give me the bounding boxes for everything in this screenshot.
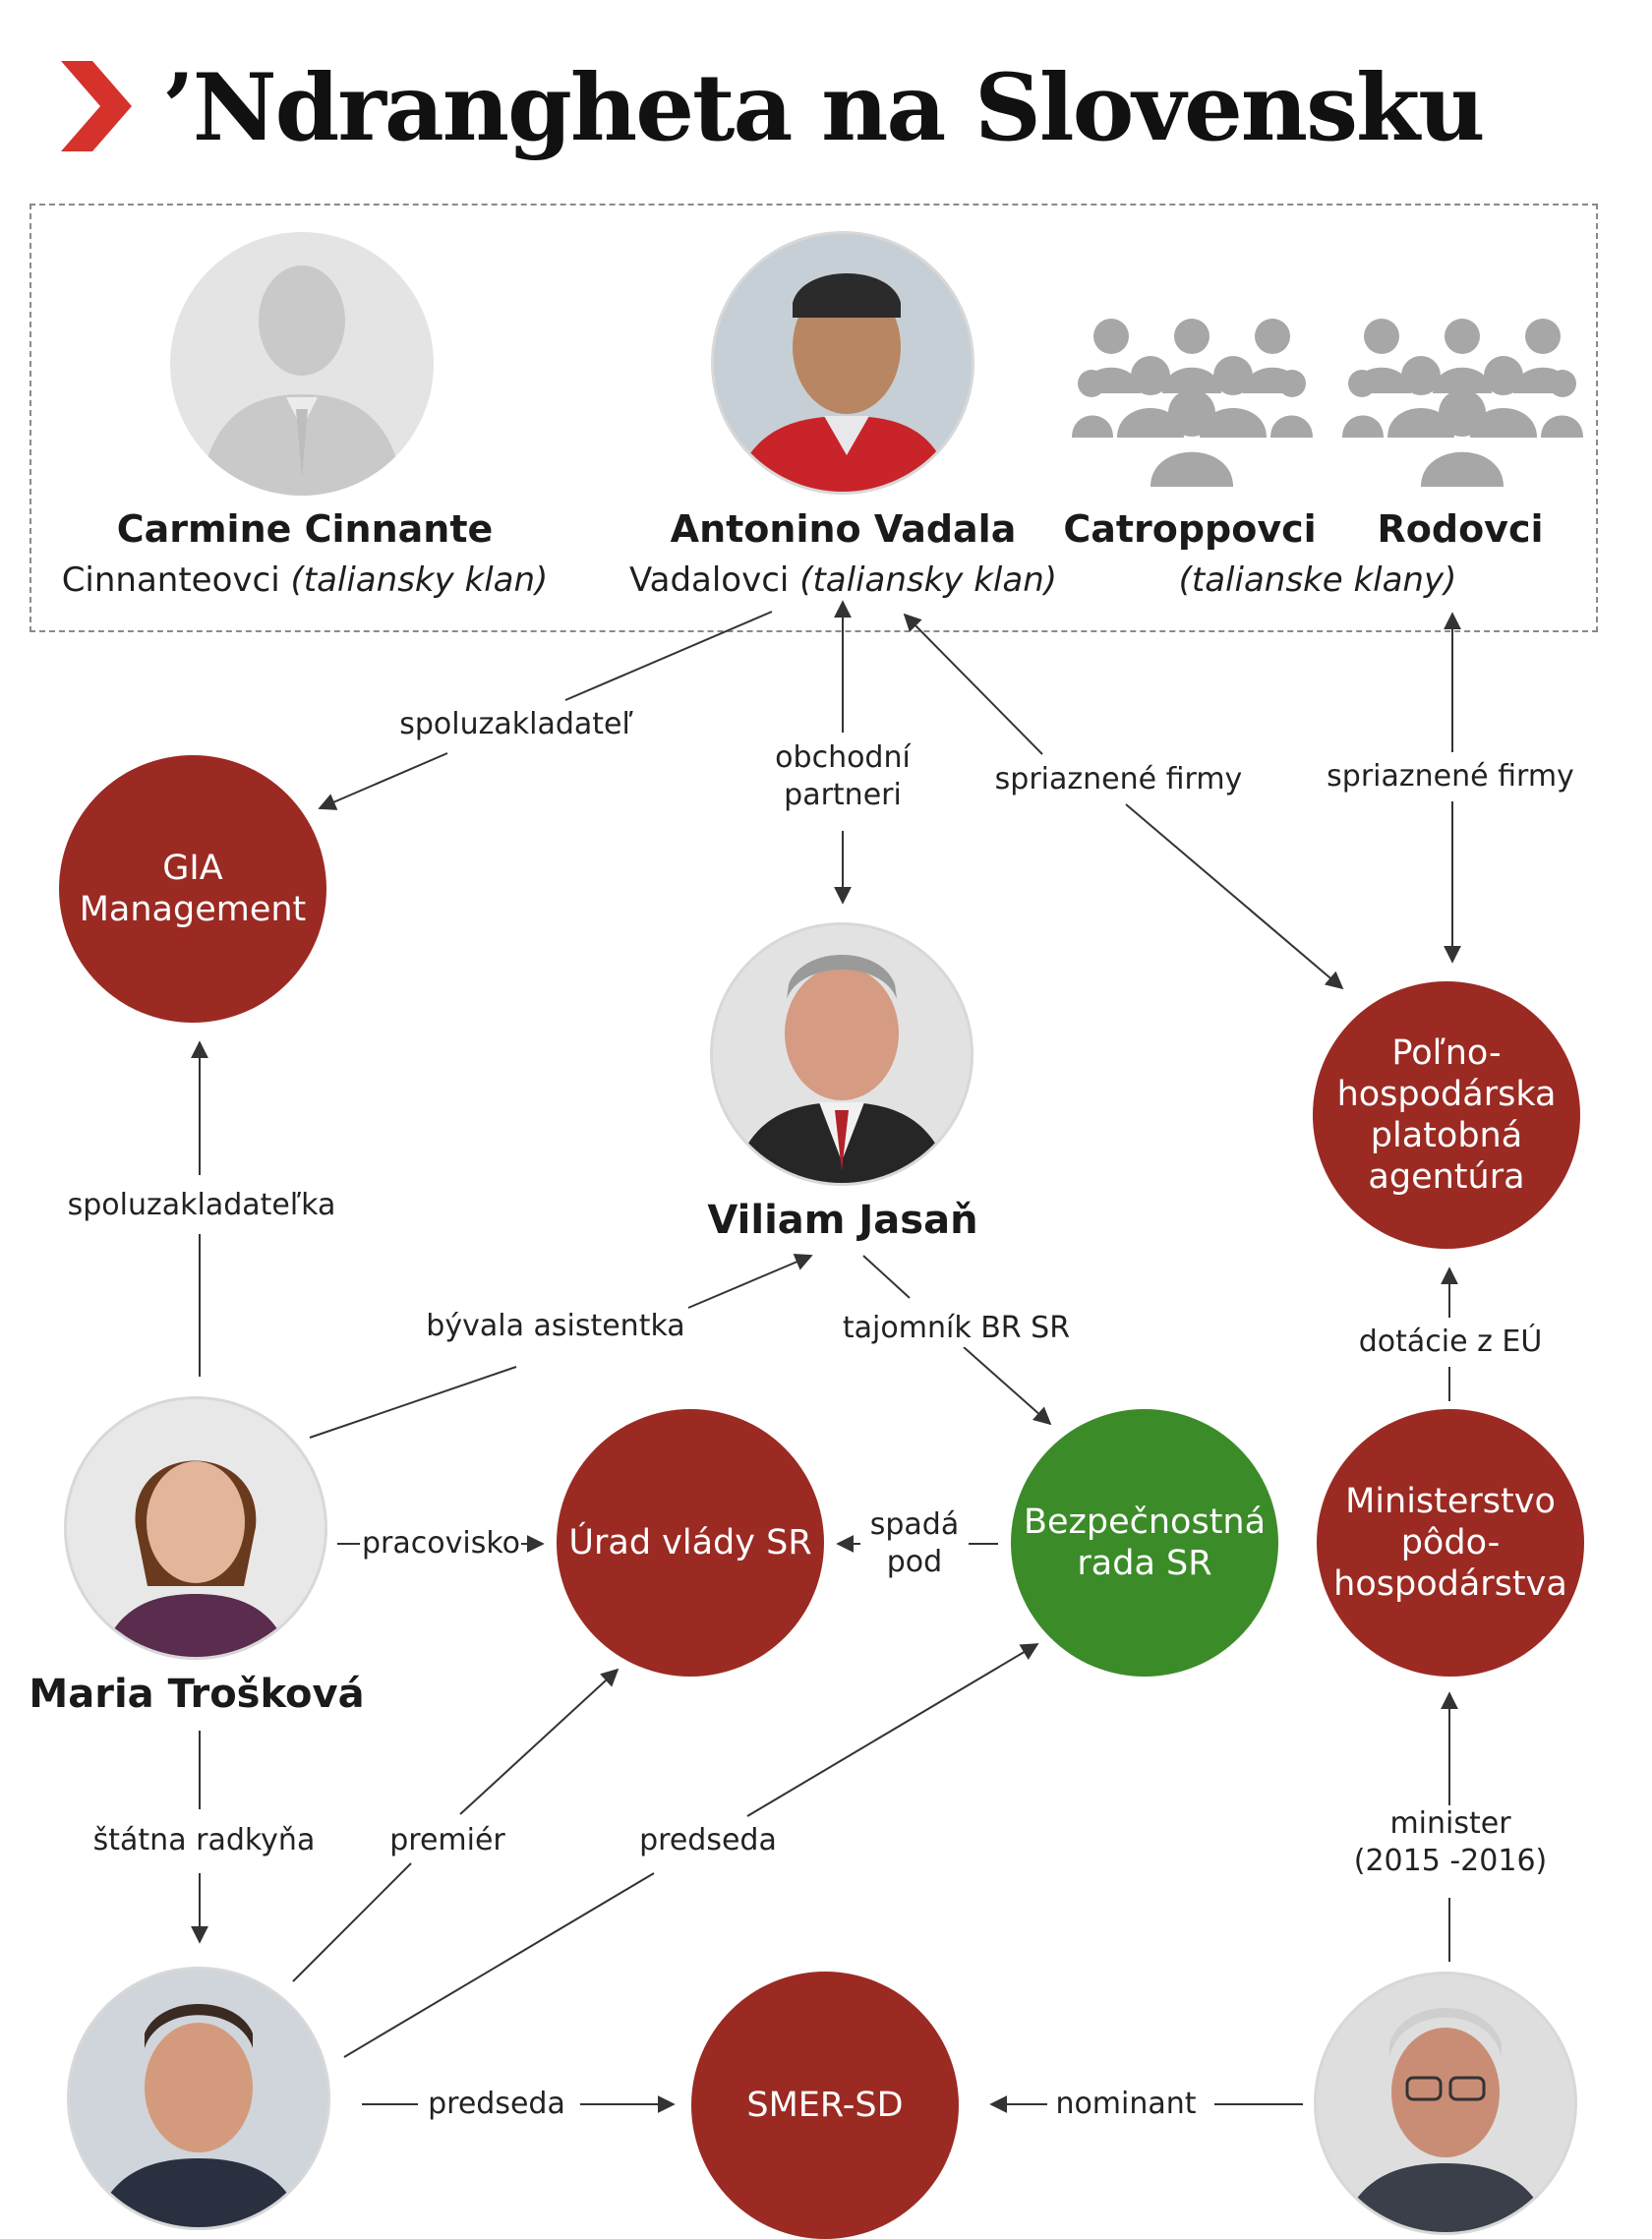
- fico-photo: [67, 1967, 330, 2230]
- edge-label-minister-2015-2016: minister (2015 -2016): [1347, 1805, 1554, 1880]
- group-people-icon: [1342, 319, 1583, 487]
- group-people-icon: [1072, 319, 1313, 487]
- cinnante-note: (taliansky klan): [290, 560, 549, 600]
- cinnante-avatar: [170, 232, 434, 496]
- ppa-label: Poľno- hospodárska platobná agentúra: [1336, 1033, 1557, 1197]
- edge-label-predseda-bezp: predseda: [634, 1822, 782, 1859]
- cinnante-family: Cinnanteovci: [61, 560, 280, 600]
- bezpecnostna-rada-label: Bezpečnostná rada SR: [1023, 1502, 1267, 1583]
- person-photo-icon: [1317, 1974, 1574, 2232]
- person-photo-icon: [67, 1399, 324, 1657]
- edge-label-pracovisko: pracovisko: [362, 1525, 520, 1562]
- vadala-family: Vadalovci: [628, 560, 790, 600]
- smer-sd-label: SMER-SD: [746, 2086, 904, 2125]
- person-photo-icon: [713, 925, 971, 1183]
- bezpecnostna-rada-node: Bezpečnostná rada SR: [1011, 1409, 1278, 1677]
- edge-label-spada-pod: spadá pod: [865, 1506, 964, 1581]
- edge-label-statna-radkyna: štátna radkyňa: [84, 1822, 324, 1859]
- minister-photo: [1314, 1972, 1577, 2235]
- troskova-photo: [64, 1396, 327, 1660]
- gia-management-node: GIA Management: [59, 755, 326, 1023]
- clan-group-box: [30, 204, 1598, 632]
- person-photo-icon: [714, 234, 972, 492]
- person-silhouette-icon: [200, 265, 404, 496]
- edge-label-dotacie: dotácie z EÚ: [1347, 1324, 1554, 1361]
- edge-label-obchodni-partneri: obchodní partneri: [744, 739, 941, 814]
- edge-label-tajomnik: tajomník BR SR: [831, 1310, 1082, 1347]
- page-title: ’Ndrangheta na Slovensku: [162, 54, 1486, 162]
- vadala-clan: Vadalovci (taliansky klan): [590, 558, 1096, 603]
- rodovci-name: Rodovci: [1377, 507, 1544, 551]
- edge-label-nominant: nominant: [1052, 2086, 1200, 2123]
- urad-vlady-node: Úrad vlády SR: [557, 1409, 824, 1677]
- troskova-name: Maria Trošková: [29, 1672, 365, 1717]
- ppa-node: Poľno- hospodárska platobná agentúra: [1313, 981, 1580, 1249]
- edge-label-spoluzakladatelka: spoluzakladateľka: [54, 1187, 349, 1224]
- edge-label-premier: premiér: [384, 1822, 511, 1859]
- vadala-name: Antonino Vadala: [670, 507, 1017, 551]
- ministerstvo-node: Ministerstvo pôdo- hospodárstva: [1317, 1409, 1584, 1677]
- cinnante-clan: Cinnanteovci (taliansky klan): [30, 558, 580, 603]
- gia-management-label: GIA Management: [79, 849, 307, 929]
- chevron-icon: [61, 61, 132, 151]
- vadala-photo: [711, 231, 974, 495]
- edge-label-predseda-smer: predseda: [423, 2086, 570, 2123]
- jasan-photo: [710, 922, 974, 1186]
- ministerstvo-label: Ministerstvo pôdo- hospodárstva: [1333, 1482, 1567, 1604]
- group-clan-note: (talianske klany): [1178, 560, 1457, 600]
- urad-vlady-label: Úrad vlády SR: [568, 1523, 812, 1562]
- edge-label-spriaznene-firmy-rodovci: spriaznené firmy: [1318, 758, 1583, 795]
- edge-label-spriaznene-firmy: spriaznené firmy: [988, 761, 1249, 798]
- jasan-name: Viliam Jasaň: [707, 1198, 978, 1243]
- cinnante-name: Carmine Cinnante: [116, 507, 494, 551]
- vadala-note: (taliansky klan): [799, 560, 1058, 600]
- smer-sd-node: SMER-SD: [691, 1972, 959, 2239]
- catroppovci-name: Catroppovci: [1063, 507, 1317, 551]
- edge-label-byvala-asistentka: bývala asistentka: [423, 1308, 688, 1345]
- person-photo-icon: [70, 1970, 327, 2227]
- edge-label-spoluzakladatel: spoluzakladateľ: [379, 706, 654, 743]
